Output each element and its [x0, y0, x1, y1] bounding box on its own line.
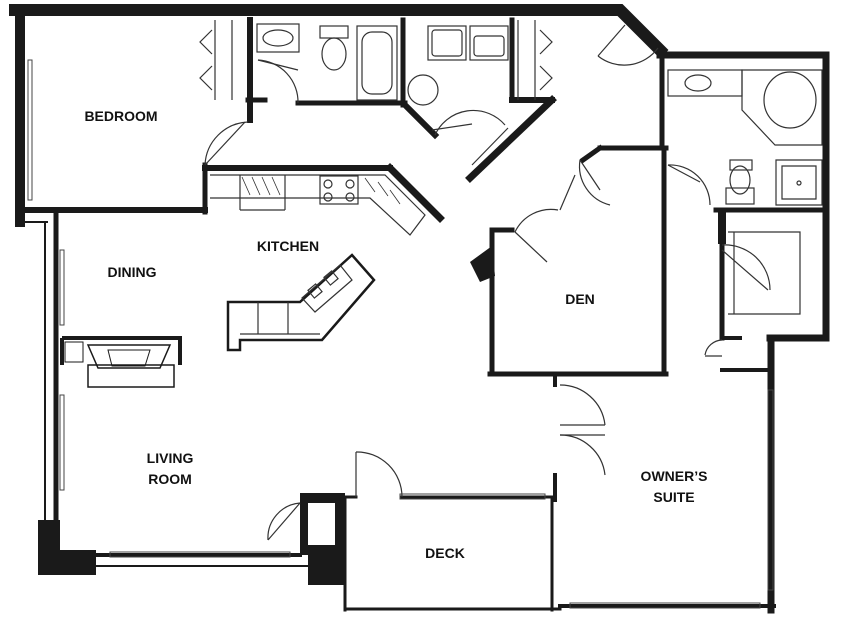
room-label-deck: DECK	[425, 545, 465, 561]
closet-doors	[199, 20, 553, 100]
hall-bath-fixtures	[256, 23, 398, 101]
laundry-fixtures	[407, 25, 509, 106]
room-label-bedroom: BEDROOM	[84, 108, 158, 124]
living-room-line-2: ROOM	[148, 471, 192, 487]
kitchen-fixtures	[210, 174, 426, 352]
room-label-kitchen: KITCHEN	[256, 238, 320, 254]
owners-bath-fixtures	[667, 69, 823, 315]
room-label-dining: DINING	[107, 264, 157, 280]
windows	[27, 59, 774, 609]
interior-walls	[22, 17, 829, 502]
exterior-walls	[9, 4, 830, 614]
fireplace	[60, 336, 182, 388]
owners-suite-line-2: SUITE	[653, 489, 695, 505]
room-label-owners-suite: OWNER’S SUITE	[641, 466, 708, 508]
living-room-line-1: LIVING	[146, 450, 194, 466]
doors	[204, 24, 771, 541]
room-label-den: DEN	[565, 291, 595, 307]
owners-suite-line-1: OWNER’S	[640, 468, 708, 484]
room-label-living-room: LIVING ROOM	[147, 448, 194, 490]
